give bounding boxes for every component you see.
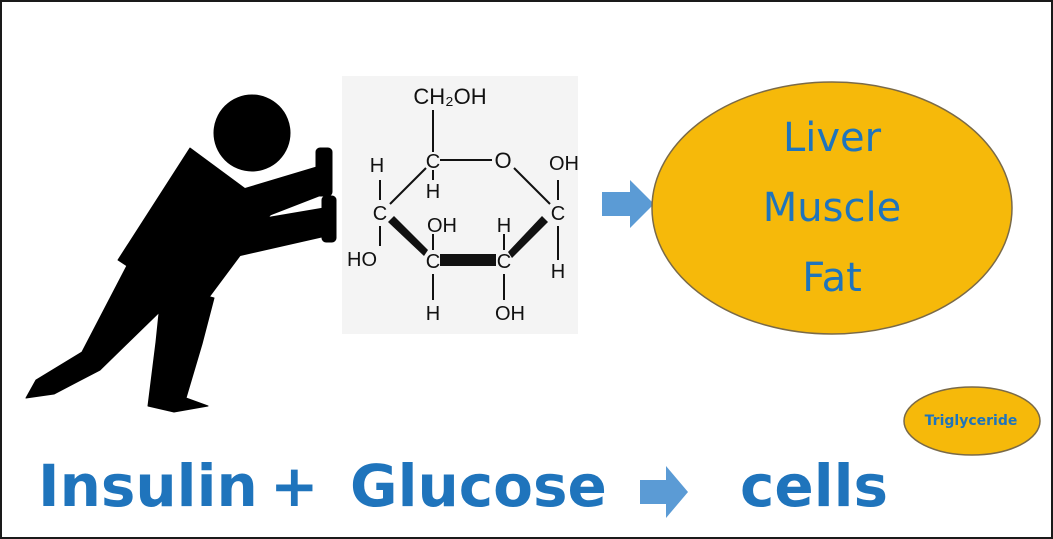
ring-oxygen-label: O	[494, 148, 511, 173]
c3-h-label: H	[426, 303, 440, 325]
c4-carbon-label: C	[373, 203, 387, 225]
ch2oh-label: CH₂OH	[413, 84, 486, 109]
c5-carbon-label: C	[426, 151, 440, 173]
triglyceride-label: Triglyceride	[924, 413, 1018, 429]
equation-glucose: Glucose	[350, 452, 607, 520]
c1-carbon-label: C	[551, 203, 565, 225]
c4-ho-label: HO	[347, 249, 377, 271]
organs-ellipse	[651, 81, 1013, 335]
c3-carbon-label: C	[426, 251, 440, 273]
organ-muscle-label: Muscle	[762, 185, 902, 231]
c2-carbon-label: C	[497, 251, 511, 273]
c2-h-label: H	[497, 215, 511, 237]
c5-h-label: H	[370, 155, 384, 177]
person-pushing-icon	[25, 94, 337, 413]
triglyceride-ellipse	[903, 386, 1041, 456]
c1-oh-label: OH	[549, 153, 579, 175]
c1-h-label: H	[551, 261, 565, 283]
equation-plus: +	[270, 452, 319, 520]
c3-oh-label: OH	[427, 215, 457, 237]
equation-cells: cells	[740, 452, 889, 520]
c5-h-below-label: H	[426, 181, 440, 203]
arrow-right-icon	[640, 466, 688, 518]
c2-oh-label: OH	[495, 303, 525, 325]
arrow-right-icon	[602, 180, 654, 228]
molecule-background	[342, 76, 578, 334]
organ-fat-label: Fat	[802, 255, 862, 301]
organ-liver-label: Liver	[782, 115, 882, 161]
equation-insulin: Insulin	[38, 452, 258, 520]
glucose-structure: CH₂OH O H C H OH C C HO OH C H H C OH H	[342, 76, 579, 334]
